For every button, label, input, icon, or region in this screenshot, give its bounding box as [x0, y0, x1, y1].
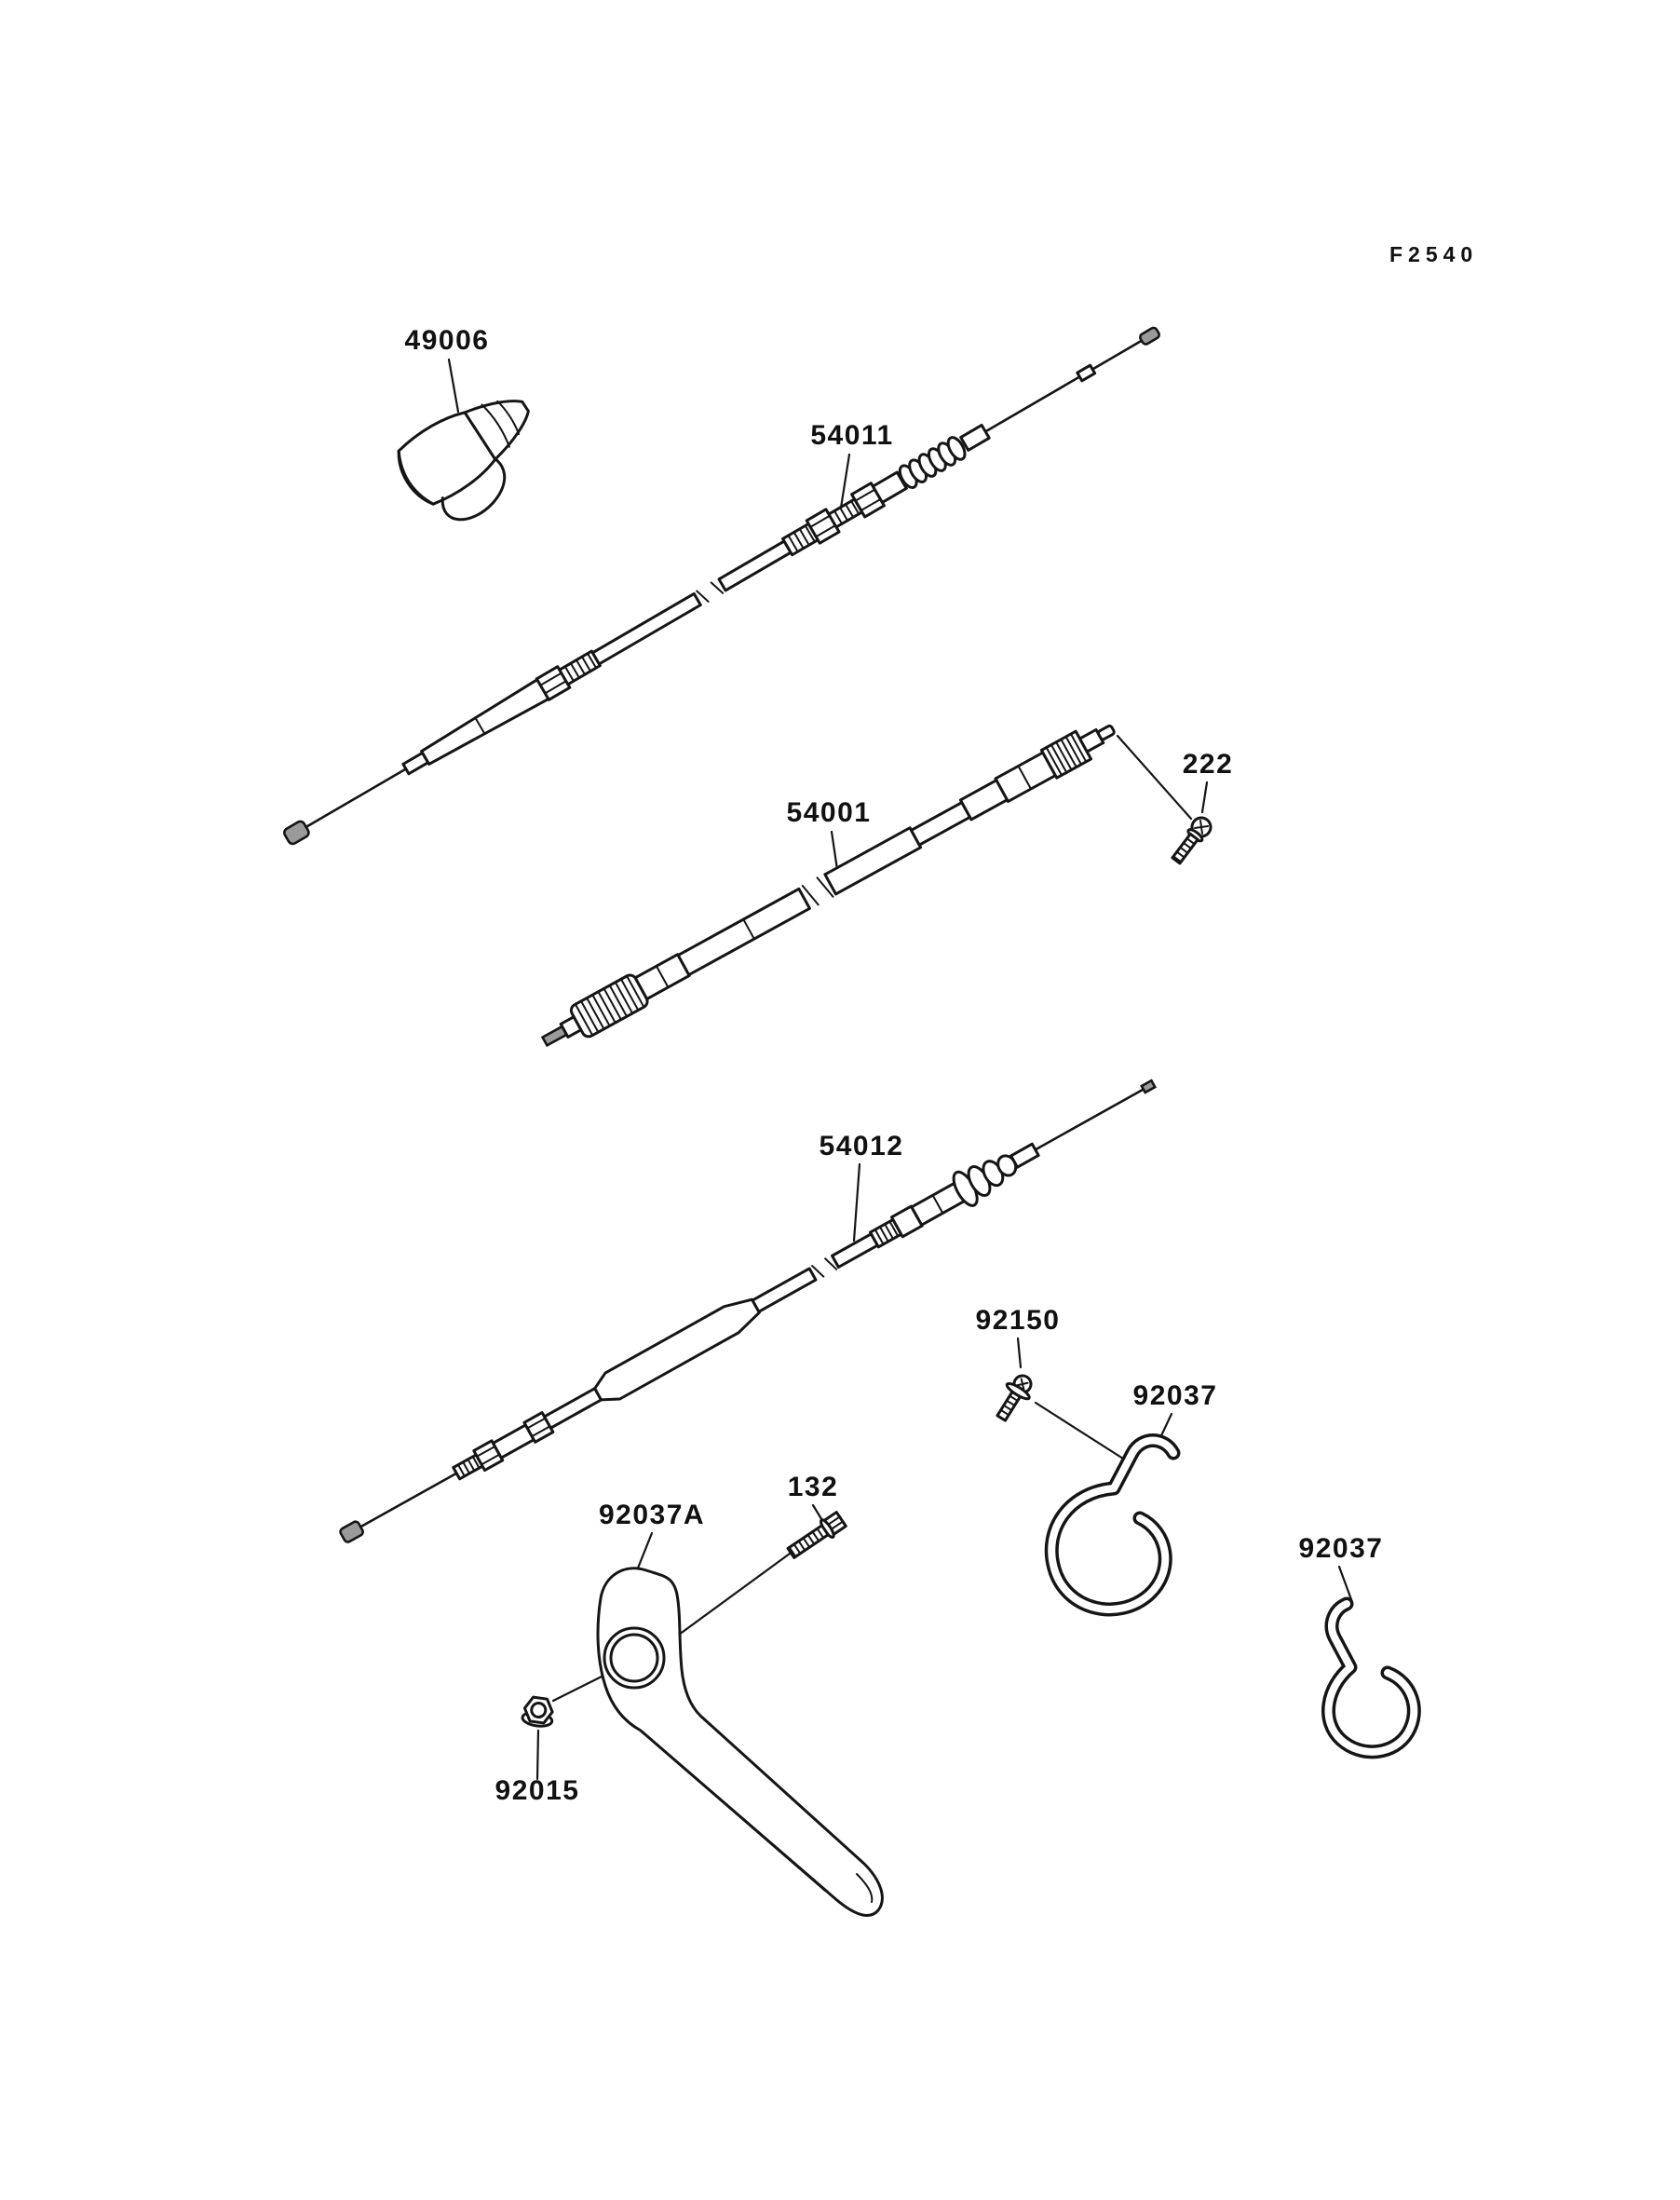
hex-facets	[539, 672, 567, 695]
phillips-slot-icon	[1193, 819, 1210, 835]
thread-lines	[563, 652, 598, 683]
outer-tube-b	[717, 539, 793, 592]
outer-tube-a	[543, 1387, 603, 1430]
mid-fitting	[1076, 363, 1097, 383]
spring-coil	[898, 436, 967, 489]
cable-drawing-54001	[540, 724, 1116, 1048]
outer-tube-b	[751, 1267, 818, 1313]
housing-a	[676, 887, 811, 977]
inner-wire-tip	[1034, 1088, 1145, 1151]
small-cylinder	[959, 423, 991, 452]
leader-line-49006	[447, 358, 460, 414]
leader-line-92037-b	[1337, 1565, 1354, 1604]
screw-drawing-222	[1171, 816, 1213, 865]
cylinder-joint	[931, 1194, 944, 1215]
cap-drawing-49006	[397, 400, 530, 522]
leader-lines	[447, 358, 1354, 1781]
pointer-line-screw-to-hook	[1034, 1401, 1125, 1460]
hook-clamp-drawing-b	[1321, 1596, 1421, 1759]
boot-stem	[1009, 1142, 1040, 1169]
nut-facets-2	[526, 1417, 551, 1438]
inner-wire-upper	[983, 375, 1081, 433]
part-number-callout-54011: 54011	[810, 420, 893, 451]
cap-wire-clip	[440, 458, 507, 522]
mounting-hole	[609, 1633, 659, 1683]
housing-joint	[474, 716, 486, 735]
hook-clamp-drawing-a	[1044, 1433, 1181, 1617]
bracket-tip-detail	[856, 1873, 874, 1903]
shank-threads	[1172, 837, 1196, 863]
rod-threads	[833, 499, 860, 525]
shank-threads	[788, 1528, 825, 1558]
figure-code: F2540	[1389, 242, 1478, 266]
adjuster-threads	[787, 524, 816, 553]
hook-inner-fill	[1048, 1436, 1177, 1613]
hole-boss	[603, 1626, 666, 1690]
outer-tube-a	[590, 591, 702, 666]
cable-nipple	[1139, 326, 1160, 346]
cylinder-joint	[655, 965, 670, 989]
thin-tube	[910, 801, 972, 847]
part-number-callout-92015: 92015	[495, 1775, 580, 1806]
pointer-line-nut-to-bracket	[551, 1671, 611, 1703]
nut-facets-1	[476, 1445, 501, 1466]
thick-sleeve	[593, 1297, 761, 1402]
leader-line-92150	[1016, 1337, 1023, 1369]
part-number-callout-222: 222	[1183, 749, 1234, 780]
bracket-inner-edge	[657, 1745, 826, 1892]
housing-b	[823, 826, 923, 896]
bracket-body	[596, 1567, 884, 1917]
break-marks	[811, 1257, 838, 1278]
hook-inner-fill	[1324, 1600, 1418, 1756]
part-number-callout-92037-a: 92037	[1133, 1380, 1218, 1411]
phillips-slot-icon	[1016, 1378, 1029, 1391]
inner-wire	[359, 1472, 458, 1528]
part-number-callout-92037-b: 92037	[1299, 1533, 1384, 1564]
tapered-housing	[420, 678, 550, 766]
cable-drawing-54012	[339, 1079, 1158, 1543]
bracket-drawing-92037A	[596, 1567, 884, 1917]
inner-wire-tip	[1091, 339, 1144, 371]
knurl-lines	[574, 974, 645, 1037]
fitting-joint	[1017, 765, 1033, 790]
leader-line-222	[1200, 781, 1209, 814]
leader-line-92037A	[635, 1531, 654, 1572]
thread-lines	[457, 1455, 481, 1477]
inner-wire	[305, 767, 408, 829]
leader-line-92015	[535, 1729, 540, 1781]
leader-line-54011	[839, 453, 851, 509]
nut-drawing-92015	[521, 1695, 554, 1728]
cap-nose-ribs	[481, 400, 521, 448]
pointer-line-bolt-to-bracket	[663, 1552, 792, 1647]
break-marks	[801, 876, 834, 906]
housing-joint	[742, 918, 755, 941]
screw-drawing-92150	[996, 1374, 1033, 1422]
wire-tip	[1140, 1079, 1158, 1094]
cap-end-arc	[397, 449, 435, 506]
adjuster-thread-lines	[874, 1220, 900, 1245]
part-number-callout-54012: 54012	[820, 1131, 904, 1161]
part-number-callout-92037A: 92037A	[599, 1500, 705, 1530]
leader-line-54012	[852, 1162, 861, 1243]
cap-tip	[1097, 724, 1116, 741]
cable-end-cap	[283, 820, 310, 846]
cap-ribs	[1045, 733, 1088, 777]
screw-shank	[996, 1390, 1022, 1422]
part-number-callout-54001: 54001	[787, 797, 872, 828]
nut-bore	[530, 1702, 548, 1719]
shank-threads	[999, 1394, 1019, 1417]
part-number-callout-132: 132	[788, 1472, 839, 1502]
break-marks	[696, 581, 725, 603]
part-number-callout-92150: 92150	[976, 1305, 1061, 1336]
cap-nose	[463, 400, 530, 461]
cable-end-cap	[339, 1520, 364, 1543]
nut-facets-1	[809, 514, 836, 538]
bolt-drawing-132	[786, 1511, 847, 1559]
part-number-callout-49006: 49006	[405, 325, 490, 356]
pointer-line-cable-to-screw-222	[1116, 734, 1193, 821]
cable-drawing-54011	[283, 326, 1160, 846]
nut-facets-2	[854, 488, 882, 512]
rubber-boot	[952, 1154, 1018, 1207]
